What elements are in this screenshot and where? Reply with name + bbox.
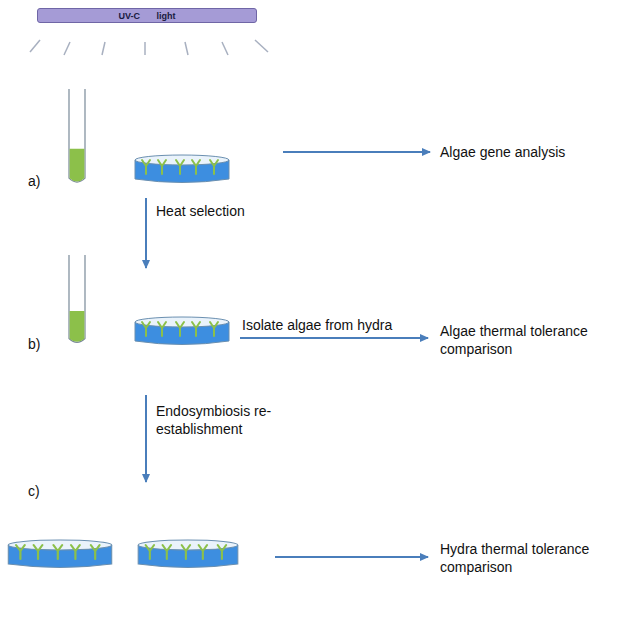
step-letter: c)	[28, 482, 58, 500]
step-note: Endosymbiosis re-establishment	[156, 402, 281, 438]
lamp-label: UV-C light	[119, 11, 176, 21]
outcome-text: Hydra thermal tolerance comparison	[440, 540, 625, 576]
outcome-text: Algae gene analysis	[440, 143, 625, 161]
uv-lamp: UV-C light	[37, 8, 257, 23]
arrow-label: Isolate algae from hydra	[242, 316, 392, 334]
step-letter: a)	[28, 172, 58, 190]
step-letter: b)	[28, 335, 58, 353]
outcome-text: Algae thermal tolerance comparison	[440, 322, 625, 358]
step-note: Heat selection	[156, 202, 296, 220]
